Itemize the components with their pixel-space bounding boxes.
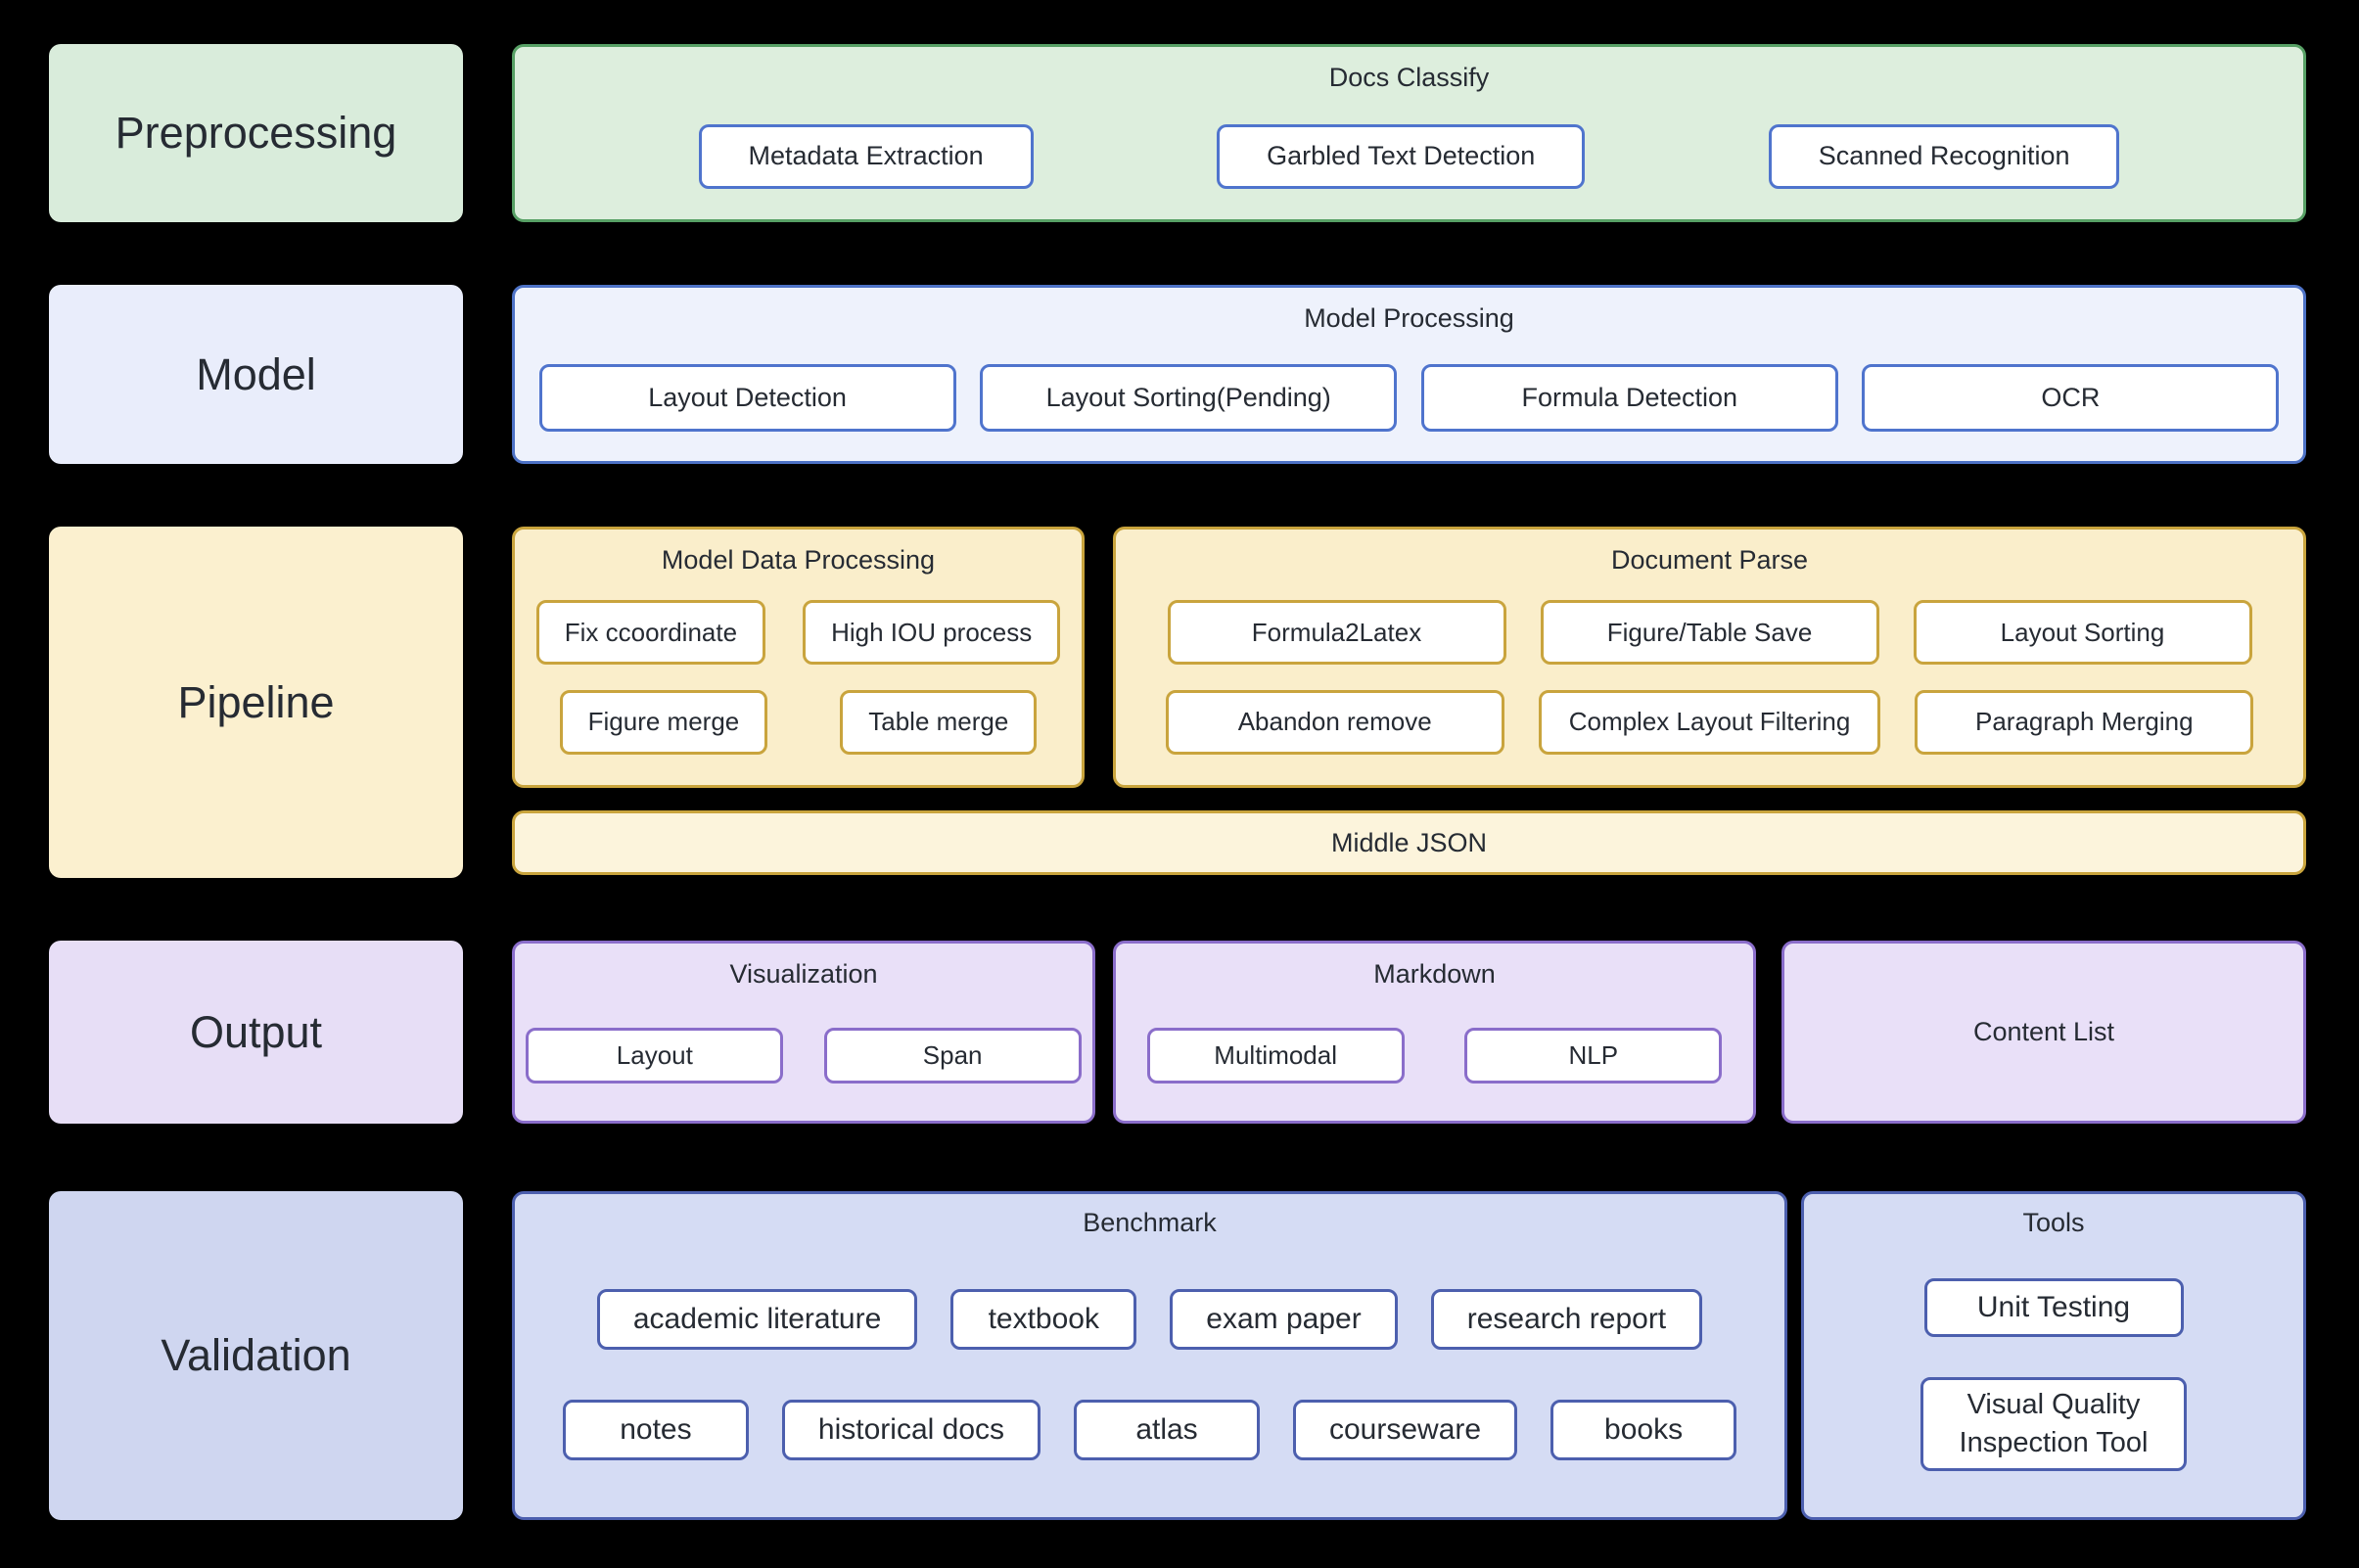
document-parse-nodes: Formula2Latex Figure/Table Save Layout S… (1116, 576, 2303, 785)
benchmark-nodes: academic literature textbook exam paper … (515, 1238, 1784, 1517)
ocr-node: OCR (1862, 363, 2280, 432)
document-parse-row-2: Abandon remove Complex Layout Filtering … (1165, 689, 2254, 755)
historical-docs-node: historical docs (781, 1400, 1041, 1461)
garbled-text-detection-node: Garbled Text Detection (1217, 123, 1586, 189)
docs-classify-nodes: Metadata Extraction Garbled Text Detecti… (515, 93, 2303, 219)
research-report-node: research report (1430, 1288, 1703, 1350)
mdp-row-2: Figure merge Table merge (559, 689, 1038, 755)
scanned-recognition-node: Scanned Recognition (1768, 123, 2120, 189)
benchmark-row-2: notes historical docs atlas courseware b… (562, 1400, 1737, 1461)
tools-group: Tools Unit Testing Visual Quality Inspec… (1801, 1191, 2306, 1520)
visualization-title: Visualization (729, 959, 878, 989)
atlas-node: atlas (1074, 1400, 1260, 1461)
layout-sorting-node: Layout Sorting (1913, 600, 2252, 666)
document-parse-row-1: Formula2Latex Figure/Table Save Layout S… (1167, 600, 2252, 666)
span-node: Span (823, 1027, 1082, 1084)
content-list-box: Content List (1781, 941, 2306, 1124)
output-stage-label: Output (49, 941, 463, 1124)
model-data-processing-nodes: Fix ccoordinate High IOU process Figure … (515, 576, 1082, 785)
document-parse-title: Document Parse (1610, 545, 1809, 575)
layout-detection-node: Layout Detection (538, 363, 956, 432)
model-processing-title: Model Processing (1304, 303, 1514, 333)
metadata-extraction-node: Metadata Extraction (698, 123, 1034, 189)
courseware-node: courseware (1293, 1400, 1518, 1461)
model-processing-group: Model Processing Layout Detection Layout… (512, 285, 2306, 464)
model-data-processing-title: Model Data Processing (661, 545, 936, 575)
docs-classify-group: Docs Classify Metadata Extraction Garble… (512, 44, 2306, 222)
exam-paper-node: exam paper (1170, 1288, 1398, 1350)
figure-table-save-node: Figure/Table Save (1540, 600, 1879, 666)
mdp-row-1: Fix ccoordinate High IOU process (535, 600, 1061, 666)
layout-sorting-pending-node: Layout Sorting(Pending) (980, 363, 1398, 432)
visualization-group: Visualization Layout Span (512, 941, 1095, 1124)
academic-literature-node: academic literature (596, 1288, 918, 1350)
markdown-nodes: Multimodal NLP (1116, 990, 1753, 1121)
paragraph-merging-node: Paragraph Merging (1915, 689, 2254, 755)
markdown-title: Markdown (1373, 959, 1496, 989)
fix-ccoordinate-node: Fix ccoordinate (535, 600, 766, 666)
notes-node: notes (562, 1400, 749, 1461)
validation-stage-label: Validation (49, 1191, 463, 1520)
tools-title: Tools (2022, 1208, 2085, 1237)
complex-layout-filtering-node: Complex Layout Filtering (1538, 689, 1881, 755)
preprocessing-stage-label: Preprocessing (49, 44, 463, 222)
figure-merge-node: Figure merge (559, 689, 768, 755)
nlp-node: NLP (1464, 1027, 1723, 1084)
high-iou-process-node: High IOU process (803, 600, 1061, 666)
abandon-remove-node: Abandon remove (1165, 689, 1504, 755)
tools-nodes: Unit Testing Visual Quality Inspection T… (1804, 1238, 2303, 1517)
textbook-node: textbook (950, 1288, 1137, 1350)
model-stage-label: Model (49, 285, 463, 464)
pipeline-stage-label: Pipeline (49, 527, 463, 878)
visualization-nodes: Layout Span (515, 990, 1092, 1121)
table-merge-node: Table merge (840, 689, 1038, 755)
benchmark-row-1: academic literature textbook exam paper … (596, 1288, 1703, 1350)
docs-classify-title: Docs Classify (1328, 63, 1490, 92)
middle-json-bar: Middle JSON (512, 810, 2306, 875)
formula2latex-node: Formula2Latex (1167, 600, 1506, 666)
multimodal-node: Multimodal (1146, 1027, 1405, 1084)
unit-testing-node: Unit Testing (1923, 1278, 2184, 1337)
layout-node: Layout (526, 1027, 784, 1084)
visual-quality-inspection-tool-node: Visual Quality Inspection Tool (1920, 1377, 2187, 1471)
benchmark-title: Benchmark (1083, 1208, 1217, 1237)
benchmark-group: Benchmark academic literature textbook e… (512, 1191, 1787, 1520)
model-data-processing-group: Model Data Processing Fix ccoordinate Hi… (512, 527, 1085, 788)
model-processing-nodes: Layout Detection Layout Sorting(Pending)… (515, 334, 2303, 461)
formula-detection-node: Formula Detection (1420, 363, 1838, 432)
document-parse-group: Document Parse Formula2Latex Figure/Tabl… (1113, 527, 2306, 788)
markdown-group: Markdown Multimodal NLP (1113, 941, 1756, 1124)
books-node: books (1550, 1400, 1737, 1461)
